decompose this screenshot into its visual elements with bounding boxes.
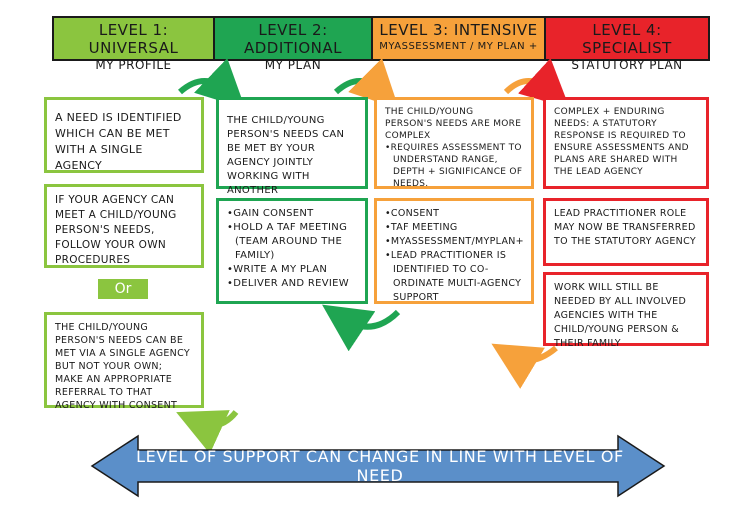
level1-box-referral-text: The child/young person's needs can be me… [55, 322, 190, 411]
level4-box-lead-practitioner: Lead practitioner role may now be transf… [543, 198, 709, 266]
level1-box-need-identified: A need is identified which can be met wi… [44, 97, 204, 173]
level4-box-lead-practitioner-text: Lead practitioner role may now be transf… [554, 208, 696, 247]
level3-box-complex-needs-title: The child/young person's needs are more … [385, 107, 522, 141]
support-banner-label: Level of support can change in line with… [136, 447, 624, 485]
level4-box-statutory-response-text: Complex + enduring needs: a statutory re… [554, 107, 689, 177]
arrow-level2-to-level3 [333, 58, 399, 109]
header-level-1-subtitle: My Profile [95, 58, 172, 72]
level2-action-item: Write a My Plan [227, 263, 357, 277]
header-level-3-subtitle: MyAssessment / My Plan + [379, 41, 538, 52]
level2-action-list: Gain consent Hold a TAF meeting (team ar… [227, 207, 357, 291]
header-level-1-title: Level 1: Universal [88, 21, 179, 57]
level3-box-complex-needs: The child/young person's needs are more … [374, 97, 534, 189]
arrow-level3-to-level2-back [322, 304, 401, 352]
header-level-3-title: Level 3: Intensive [379, 21, 538, 39]
level4-box-ongoing-work-text: Work will still be needed by all involve… [554, 282, 687, 349]
level4-box-statutory-response: Complex + enduring needs: a statutory re… [543, 97, 709, 189]
level3-action-item: Lead practitioner is identified to co-or… [385, 249, 523, 305]
level3-complex-needs-item: Requires assessment to understand range,… [385, 142, 523, 190]
header-level-2-title: Level 2: Additional [243, 21, 343, 57]
level1-box-own-procedures-text: If your agency can meet a child/young pe… [55, 194, 177, 266]
arrow-level3-to-level4 [503, 58, 570, 109]
header-level-4: Level 4: Specialist Statutory Plan [544, 16, 710, 72]
level3-action-item: MyAssessment/MyPlan+ [385, 235, 524, 249]
level4-box-ongoing-work: Work will still be needed by all involve… [543, 272, 709, 349]
support-banner-arrow [90, 434, 666, 498]
level3-complex-needs-list: Requires assessment to understand range,… [385, 142, 523, 190]
header-level-3: Level 3: Intensive MyAssessment / My Pla… [371, 16, 546, 61]
level2-box-joint-working-text: The child/young person's needs can be me… [227, 115, 345, 196]
arrow-level2-to-level1-back [176, 410, 239, 454]
header-level-4-title: Level 4: Specialist [582, 21, 672, 57]
or-badge: Or [98, 279, 148, 299]
arrow-level4-to-level3-back [491, 343, 558, 389]
header-level-2-subtitle: My Plan [264, 58, 322, 72]
arrow-level1-to-level2 [178, 58, 246, 109]
level1-box-referral: The child/young person's needs can be me… [44, 312, 204, 411]
level2-box-joint-working: The child/young person's needs can be me… [216, 97, 368, 196]
level2-action-item: Hold a TAF meeting (team around the fami… [227, 221, 357, 263]
level2-action-item: Deliver and review [227, 277, 357, 291]
level1-box-need-identified-text: A need is identified which can be met wi… [55, 111, 182, 172]
level3-box-actions: Consent TAF meeting MyAssessment/MyPlan+… [374, 198, 534, 304]
level2-box-actions: Gain consent Hold a TAF meeting (team ar… [216, 198, 368, 304]
header-level-1: Level 1: Universal My Profile [52, 16, 215, 72]
level3-action-list: Consent TAF meeting MyAssessment/MyPlan+… [385, 207, 524, 305]
header-level-2: Level 2: Additional My Plan [213, 16, 373, 72]
level1-box-own-procedures: If your agency can meet a child/young pe… [44, 184, 204, 268]
level3-action-item: TAF meeting [385, 221, 523, 235]
level3-action-item: Consent [385, 207, 523, 221]
level2-action-item: Gain consent [227, 207, 357, 221]
header-level-4-subtitle: Statutory Plan [571, 58, 683, 72]
